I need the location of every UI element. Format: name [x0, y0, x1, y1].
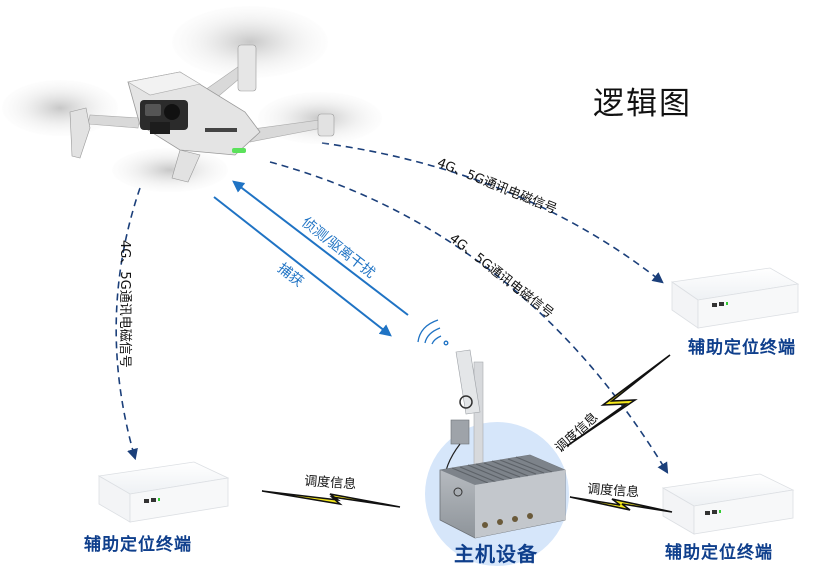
terminal-right-lower: [661, 473, 795, 535]
terminal-label-right-lower: 辅助定位终端: [665, 543, 773, 563]
signal-label-left: 4G、5G通讯电磁信号: [117, 240, 132, 368]
lightning-bolt-right-lower: [569, 496, 673, 513]
host-equipment-icon: [439, 349, 566, 539]
signal-line-middle: [269, 161, 669, 474]
diagram-title: 逻辑图: [593, 86, 692, 122]
terminal-label-left: 辅助定位终端: [84, 535, 192, 555]
dispatch-label-left: 调度信息: [303, 473, 357, 493]
lightning-bolt-icon: [566, 354, 671, 447]
detect-arrow: [232, 180, 409, 316]
lightning-bolt-icon: [569, 496, 673, 513]
terminal-left: [97, 461, 230, 523]
terminal-right-upper: [670, 267, 800, 329]
signal-line-left: [115, 187, 141, 461]
host-label: 主机设备: [454, 542, 538, 566]
terminal-box-icon: [661, 473, 795, 535]
signal-line-upper: [321, 142, 664, 284]
dispatch-label-right-lower: 调度信息: [586, 481, 640, 501]
terminal-label-right-upper: 辅助定位终端: [688, 338, 796, 358]
lightning-bolt-right-upper: [566, 354, 671, 447]
wireless-signal-icon: [417, 319, 449, 346]
capture-arrow: [213, 196, 392, 337]
lightning-bolt-left: [261, 490, 401, 508]
terminal-box-icon: [670, 267, 800, 329]
drone-icon: [2, 6, 382, 192]
lightning-bolt-icon: [261, 490, 401, 508]
terminal-box-icon: [97, 461, 230, 523]
host-equipment: [425, 349, 569, 566]
